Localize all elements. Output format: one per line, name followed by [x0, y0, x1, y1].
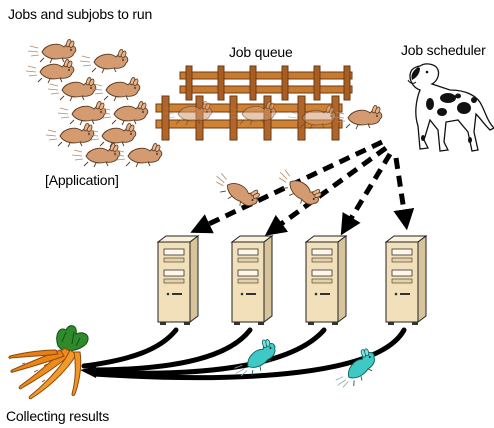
- job-scheduler-label: Job scheduler: [401, 42, 486, 58]
- collecting-results-label: Collecting results: [6, 408, 109, 424]
- fence-icon: [155, 65, 353, 141]
- application-label: [Application]: [45, 172, 119, 188]
- rabbit-icon: [25, 38, 163, 168]
- jobs-label: Jobs and subjobs to run: [8, 6, 153, 22]
- result-arrows: [80, 327, 407, 381]
- dispatch-arrows: [190, 139, 415, 236]
- carrot-bunch-icon: [8, 325, 89, 400]
- server-tower-icon: [157, 235, 427, 326]
- dalmatian-icon: [407, 63, 494, 152]
- job-queue-label: Job queue: [229, 44, 293, 60]
